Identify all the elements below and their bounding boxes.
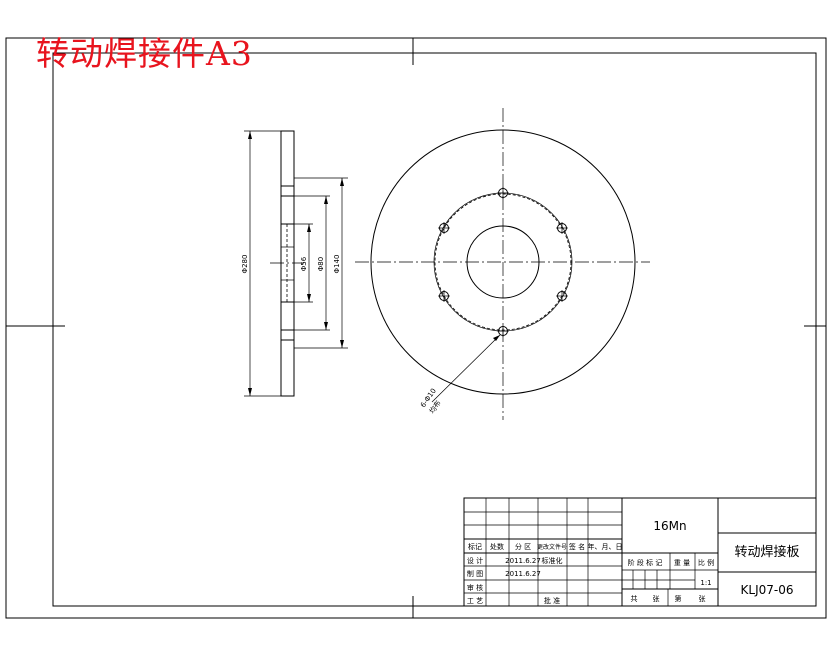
bolt-hole [438,290,450,302]
front-view: 6-Φ10 均布 [355,108,650,420]
part-name: 转动焊接板 [734,544,799,560]
section-view: Φ280 Φ140 Φ80 Φ56 [241,130,348,397]
stage-ratio: 比 例 [698,558,714,567]
row-design: 设 计 [467,556,483,565]
dim-outer-label: Φ280 [241,255,249,274]
title-block: 16Mn 转动焊接板 KLJ07-06 1:1 标记 处数 分 区 更改文件号 … [463,497,817,607]
hdr-zone: 分 区 [515,542,531,551]
revision-grid [464,498,622,606]
title-block-frame [463,497,817,607]
dim-bore [294,195,330,331]
dim-bore-label: Φ80 [317,257,325,271]
drawing-number: KLJ07-06 [741,583,794,597]
sheets-unit: 张 [653,594,660,603]
bolt-hole-section-bottom [280,329,295,341]
dim-inner-step [294,223,313,303]
stage-mark: 阶 段 标 记 [628,558,663,567]
row-approve: 批 准 [544,596,560,605]
dim-outer [244,130,281,397]
red-stamp-title: 转动焊接件A3 [36,34,253,73]
centering-marks [6,38,826,618]
row-process: 工 艺 [467,597,483,605]
stage-weight: 重 量 [674,559,690,567]
sheet-border [5,37,827,619]
bore-circle [466,225,540,299]
hdr-mark: 标记 [468,542,482,551]
material-label: 16Mn [653,519,686,533]
hdr-signature: 签 名 [569,542,585,551]
sheets-total: 共 [631,594,638,603]
drawing-frame [52,52,817,607]
outer-circle [370,129,636,395]
bolt-holes [438,187,568,337]
sheets-nth: 第 [675,594,682,603]
row-drafting-date: 2011.6.27 [505,570,541,578]
plate-section [280,130,295,397]
hdr-change-doc: 更改文件号 [537,543,567,551]
dim-bolt-circle-label: Φ140 [333,255,341,274]
bolt-hole-section-top [280,185,295,197]
bolt-hole [556,290,568,302]
bolt-hole [438,222,450,234]
bolt-hole [497,325,509,337]
row-standardization: 标准化 [542,556,563,565]
dim-bolt-circle [294,177,348,349]
row-drafting: 制 图 [467,569,483,578]
hdr-count: 处数 [490,542,504,551]
sheets-unit2: 张 [699,594,706,603]
bolt-hole [497,187,509,199]
hole-leader [431,334,501,403]
bolt-hole [556,222,568,234]
row-design-date: 2011.6.27 [505,557,541,565]
dim-inner-step-label: Φ56 [300,256,308,271]
row-review: 审 核 [467,583,483,592]
hdr-date: 年、月、日 [588,542,623,551]
scale-value: 1:1 [700,579,711,587]
